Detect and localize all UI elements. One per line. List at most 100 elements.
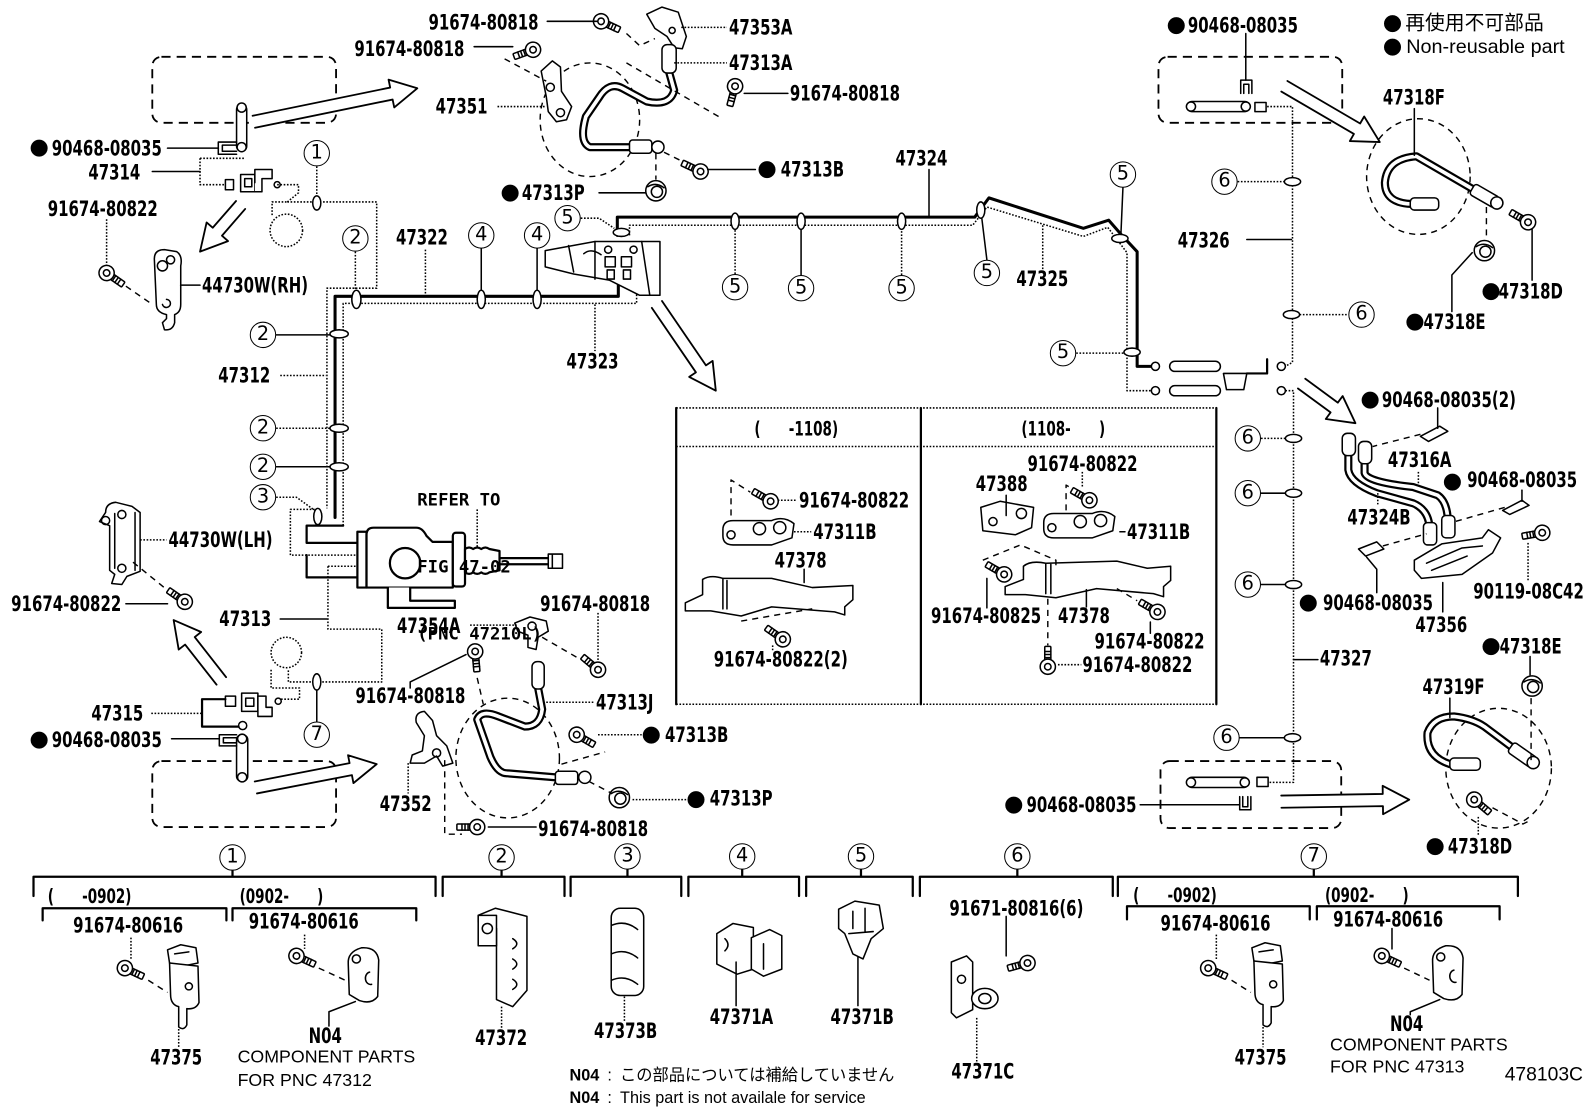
- callout-90468-08035-b[interactable]: 90468-08035: [51, 727, 162, 752]
- clip-47375-icon: [1251, 941, 1285, 1028]
- callout-91674-80822[interactable]: 91674-80822: [47, 196, 158, 222]
- detail-callout[interactable]: 47311B: [1126, 519, 1191, 544]
- key-bolt-callout[interactable]: 91674-80616: [248, 909, 359, 934]
- callout-91674-80822-b[interactable]: 91674-80822: [11, 591, 122, 616]
- bolt-icon: [163, 583, 197, 614]
- key-bolt-callout[interactable]: 91671-80816(6): [949, 896, 1084, 921]
- callout-47351[interactable]: 47351: [435, 94, 488, 119]
- key-part-callout[interactable]: N04: [308, 1023, 342, 1049]
- hook: [273, 180, 281, 189]
- callout-90119-08c42[interactable]: 90119-08C42: [1473, 579, 1584, 604]
- key-part-callout[interactable]: 47375: [150, 1045, 203, 1070]
- callout-47313b[interactable]: 47313B: [780, 157, 845, 182]
- front-right-hose-icon: [1365, 118, 1540, 262]
- callout-47325[interactable]: 47325: [1016, 266, 1069, 292]
- callout-47313a[interactable]: 47313A: [728, 50, 793, 76]
- key-bolt-callout[interactable]: 91674-80616: [73, 913, 184, 938]
- key-part-callout[interactable]: 47371B: [830, 1004, 894, 1029]
- callout-91674-80818-b[interactable]: 91674-80818: [354, 36, 465, 61]
- clip-hole: [956, 974, 967, 985]
- detail-callout[interactable]: 91674-80822(2): [713, 647, 848, 672]
- callout-47327[interactable]: 47327: [1319, 646, 1372, 671]
- key-bolt-callout[interactable]: 91674-80616: [1333, 907, 1444, 932]
- component-note: FOR PNC 47313: [1330, 1056, 1465, 1077]
- callout-47352[interactable]: 47352: [379, 791, 432, 816]
- key-part-callout[interactable]: 47375: [1234, 1045, 1287, 1070]
- detail-callout[interactable]: 47378: [1057, 603, 1110, 629]
- key-bolt-callout[interactable]: 91674-80616: [1160, 911, 1271, 936]
- front-hose-assembly-icon: [504, 6, 746, 202]
- callout-47318d[interactable]: 47318D: [1498, 279, 1563, 304]
- detail-callout[interactable]: 91674-80822: [799, 488, 910, 513]
- callout-47313p-b[interactable]: 47313P: [709, 786, 773, 811]
- flare-nut: [236, 771, 248, 783]
- key-part-callout[interactable]: 47371C: [951, 1059, 1015, 1084]
- callout-91674-80818-f[interactable]: 91674-80818: [538, 816, 649, 842]
- detail-callout[interactable]: 91674-80822: [1082, 652, 1193, 677]
- callout-47324[interactable]: 47324: [895, 146, 948, 171]
- flare-nut: [1240, 101, 1252, 112]
- callout-47316a[interactable]: 47316A: [1387, 447, 1452, 472]
- clip-c-icon: [217, 141, 238, 156]
- callout-90468-08035[interactable]: 90468-08035: [51, 135, 162, 161]
- non-reusable-marker: ●: [1166, 12, 1187, 38]
- detail-callout[interactable]: 91674-80825: [931, 603, 1042, 629]
- bolt-icon: [1520, 523, 1552, 545]
- callout-47322[interactable]: 47322: [395, 225, 448, 250]
- callout-47312[interactable]: 47312: [218, 363, 271, 388]
- tube-47314-connector: [199, 157, 245, 186]
- key-part-callout[interactable]: 47373B: [593, 1018, 658, 1044]
- callout-47326[interactable]: 47326: [1177, 228, 1230, 253]
- callout-47314[interactable]: 47314: [88, 160, 141, 185]
- rear-tube-group-icon: [1341, 425, 1552, 580]
- clip-position: [1284, 579, 1303, 590]
- clip-key-brackets: [32, 868, 1520, 922]
- detail-callout[interactable]: 91674-80822: [1094, 629, 1205, 654]
- callout-47318d-b[interactable]: 47318D: [1447, 834, 1513, 859]
- detail-callout[interactable]: 47388: [975, 471, 1028, 497]
- callout-47318f[interactable]: 47318F: [1382, 85, 1445, 110]
- callout-91674-80818-e[interactable]: 91674-80818: [355, 683, 466, 709]
- callout-90468-08035-e[interactable]: 90468-08035: [1322, 590, 1433, 615]
- callout-47315[interactable]: 47315: [91, 701, 144, 726]
- callout-47353a[interactable]: 47353A: [728, 15, 793, 40]
- detail-callout[interactable]: 47378: [774, 547, 827, 573]
- component-note: COMPONENT PARTS: [237, 1046, 416, 1067]
- union-fitting: [1256, 776, 1269, 788]
- detail-callout[interactable]: 47311B: [813, 519, 877, 544]
- callout-47356[interactable]: 47356: [1415, 612, 1468, 638]
- install-line: [132, 561, 166, 590]
- key-part-callout[interactable]: N04: [1389, 1011, 1424, 1037]
- callout-91674-80818-d[interactable]: 91674-80818: [540, 591, 651, 616]
- callout-90468-08035-x2[interactable]: 90468-08035(2): [1381, 387, 1516, 413]
- callout-44730w-lh[interactable]: 44730W(LH): [168, 527, 273, 553]
- clip-u-icon: [1239, 79, 1253, 95]
- clip-ref-marker: 5: [973, 259, 1001, 287]
- clip-position: [896, 212, 907, 231]
- callout-47318e-b[interactable]: 47318E: [1499, 634, 1562, 659]
- callout-44730w-rh[interactable]: 44730W(RH): [202, 272, 309, 298]
- callout-47313p[interactable]: 47313P: [521, 180, 585, 205]
- callout-47313b-b[interactable]: 47313B: [665, 722, 729, 747]
- callout-47318e[interactable]: 47318E: [1423, 309, 1486, 334]
- callout-90468-08035-c[interactable]: 90468-08035: [1187, 13, 1298, 38]
- footnote-en: N04:This part is not availale for servic…: [560, 1069, 865, 1109]
- callout-47323[interactable]: 47323: [566, 349, 619, 374]
- banjo-eye: [1489, 196, 1504, 210]
- callout-90468-08035-f[interactable]: 90468-08035: [1026, 792, 1137, 817]
- detail-callout[interactable]: 91674-80822: [1027, 451, 1138, 476]
- clip-slots: [848, 907, 874, 935]
- bracket-hole: [668, 26, 676, 35]
- footnote-code: N04: [569, 1089, 600, 1108]
- callout-91674-80818-c[interactable]: 91674-80818: [789, 81, 900, 106]
- callout-47324b[interactable]: 47324B: [1347, 505, 1411, 530]
- key-part-callout[interactable]: 47371A: [709, 1004, 774, 1029]
- callout-47319f[interactable]: 47319F: [1422, 674, 1485, 700]
- hose-fitting: [554, 770, 579, 786]
- callout-90468-08035-d[interactable]: 90468-08035: [1467, 467, 1578, 493]
- key-part-callout[interactable]: 47372: [475, 1025, 528, 1051]
- callout-47354a[interactable]: 47354A: [396, 613, 461, 639]
- callout-91674-80818[interactable]: 91674-80818: [428, 10, 539, 35]
- callout-47313[interactable]: 47313: [219, 606, 272, 632]
- callout-47313j[interactable]: 47313J: [595, 690, 654, 715]
